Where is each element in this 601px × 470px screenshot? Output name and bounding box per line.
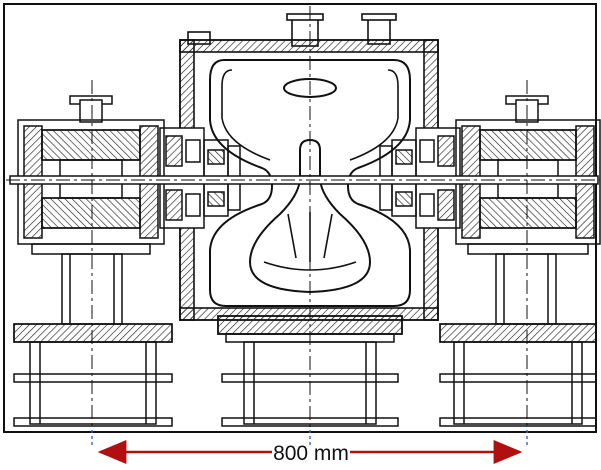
left-coupler-assembly — [13, 95, 173, 427]
beam-axis — [6, 175, 600, 185]
right-coupler-assembly — [439, 95, 601, 427]
centerline-ticks — [91, 430, 528, 446]
vertical-centerlines — [91, 6, 528, 430]
drawing-frame — [3, 3, 597, 433]
central-cavity-vessel — [179, 13, 439, 335]
dimension-label: 800 mm — [273, 442, 349, 465]
